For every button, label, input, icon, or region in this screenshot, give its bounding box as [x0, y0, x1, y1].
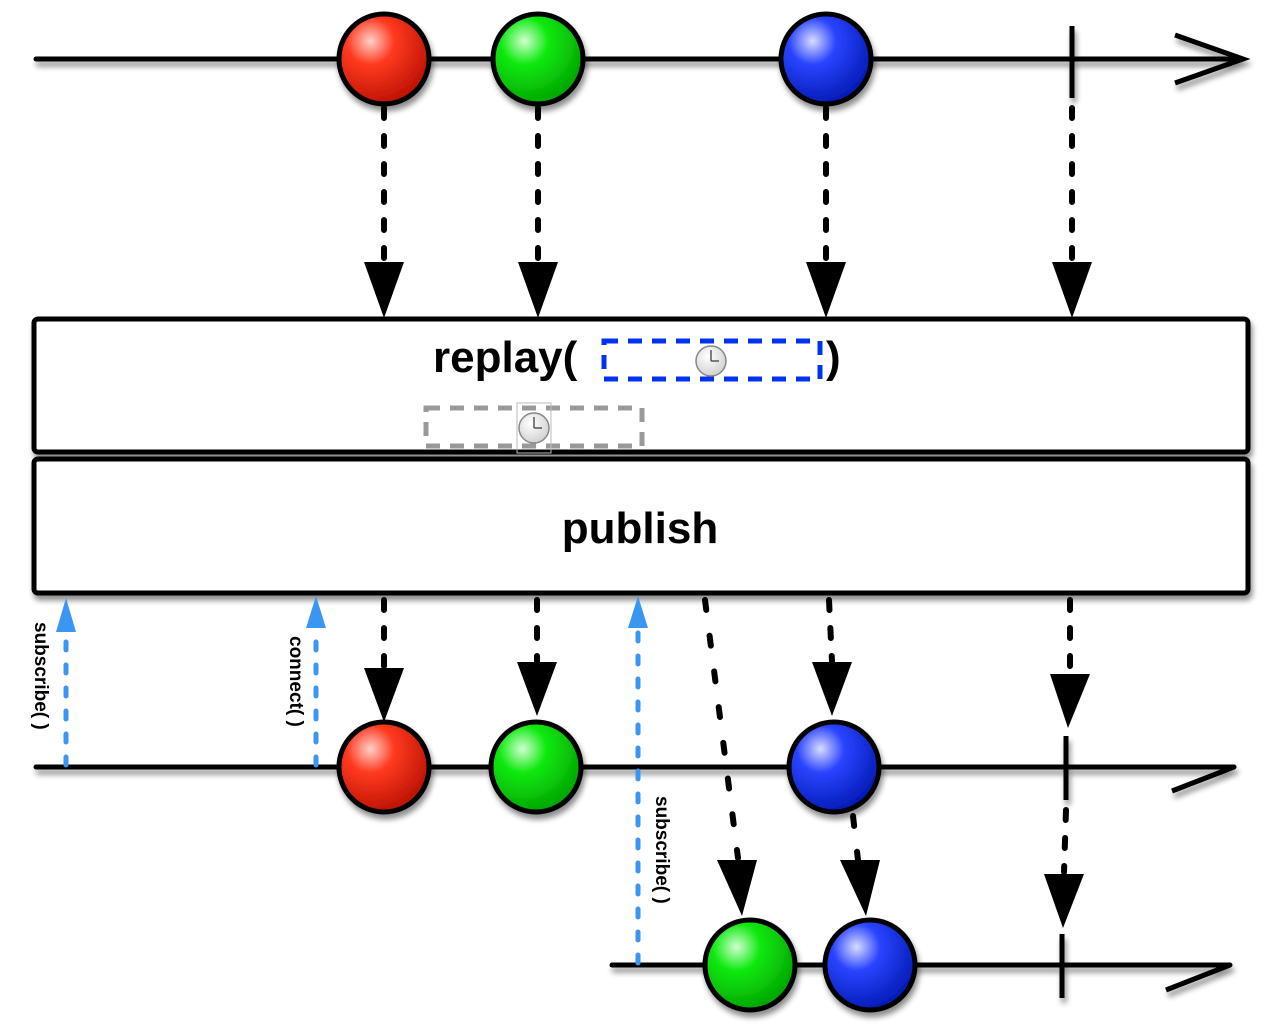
source-green-marble: [490, 11, 586, 107]
clock-icon: [518, 412, 550, 444]
timeline-arrowhead-icon: [1171, 764, 1235, 794]
replay-operator-box: [31, 316, 1251, 455]
replay-window-box: [423, 405, 645, 449]
emission-arrow: [364, 105, 404, 318]
subscribe-arrow-2: [628, 596, 648, 966]
emission-arrow: [518, 105, 558, 318]
emission-arrow: [806, 105, 846, 318]
replay-label-suffix: ): [826, 333, 841, 382]
connect-arrow: [306, 596, 326, 768]
publish-label: publish: [562, 504, 718, 553]
output-2-blue-marble: [822, 917, 918, 1013]
replay-param-box: [601, 338, 823, 382]
replayed-green-arrow: [702, 597, 757, 916]
emission-arrow: [517, 597, 557, 716]
completion-arrow: [1050, 597, 1090, 728]
timeline-arrowhead-icon: [1165, 962, 1231, 993]
timeline-arrowhead-icon: [1174, 32, 1251, 86]
source-emission-arrows: [364, 105, 1092, 318]
output-1-red-marble: [336, 719, 432, 815]
subscribe-label-1: subscribe( ): [30, 622, 51, 730]
subscribe-label-2: subscribe( ): [651, 796, 672, 904]
connect-label: connect( ): [285, 636, 306, 727]
source-blue-marble: [778, 11, 874, 107]
output-1-emission-arrows: [364, 597, 1090, 728]
source-timeline: [33, 26, 1251, 98]
blue-arrow: [840, 813, 880, 916]
replay-label-prefix: replay(: [433, 333, 578, 382]
emission-arrow: [812, 597, 852, 716]
clock-icon: [695, 345, 727, 377]
output-1-green-marble: [488, 719, 584, 815]
output-2-green-marble: [702, 917, 798, 1013]
completion-arrow: [1052, 105, 1092, 318]
source-red-marble: [336, 11, 432, 107]
output-1-blue-marble: [786, 719, 882, 815]
emission-arrow: [364, 597, 404, 722]
completion-arrow: [1044, 807, 1084, 928]
output-2-emission-arrows: [702, 597, 1084, 928]
subscribe-arrow-1: [56, 598, 76, 768]
clock-icon-frame: [516, 402, 552, 454]
publish-operator-box: [31, 456, 1251, 596]
output-timeline-1: [33, 736, 1237, 800]
